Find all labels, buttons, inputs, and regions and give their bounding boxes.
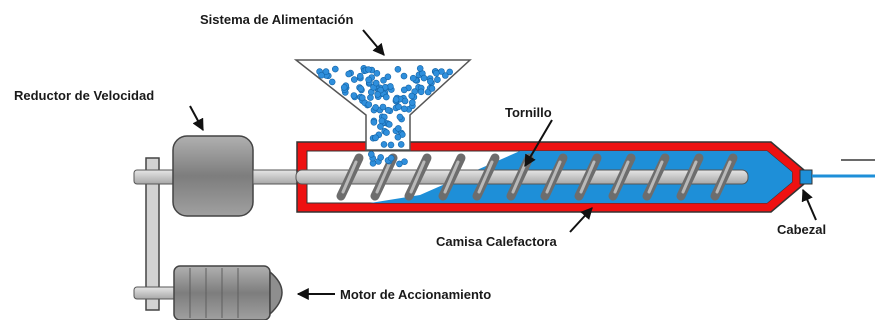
label-screw: Tornillo xyxy=(505,105,552,120)
granule xyxy=(387,141,395,149)
granule xyxy=(441,72,449,79)
granule xyxy=(350,92,358,99)
granule xyxy=(395,103,402,111)
granule xyxy=(387,83,394,90)
granule xyxy=(387,154,395,162)
screw-flight-highlight xyxy=(375,160,392,194)
granule xyxy=(446,68,454,76)
granule xyxy=(380,141,388,148)
granule xyxy=(417,88,425,96)
granule xyxy=(367,151,375,158)
arrow-heating-jacket xyxy=(569,207,593,233)
label-heating-jacket: Camisa Calefactora xyxy=(436,234,557,249)
granule xyxy=(358,94,366,102)
granule xyxy=(378,117,386,125)
granule xyxy=(396,113,404,121)
granule xyxy=(331,65,339,73)
speed-reducer xyxy=(172,135,254,217)
arrow-speed-reducer xyxy=(189,105,204,132)
granule xyxy=(357,85,365,92)
granule xyxy=(372,134,379,141)
granule xyxy=(365,101,373,108)
arrow-feed-system xyxy=(362,29,385,56)
granule xyxy=(394,125,402,132)
screw-flight-highlight xyxy=(715,160,732,194)
granule xyxy=(432,70,440,77)
label-speed-reducer: Reductor de Velocidad xyxy=(14,88,154,103)
screw-flight-highlight xyxy=(443,160,460,194)
granule xyxy=(409,74,417,82)
granule xyxy=(426,78,434,85)
granule xyxy=(377,154,385,161)
screw-flight-highlight xyxy=(511,160,528,194)
granule xyxy=(365,66,372,73)
granule xyxy=(396,160,403,168)
granule xyxy=(408,99,416,106)
granule xyxy=(374,91,382,98)
granule xyxy=(377,123,384,130)
shaft-main xyxy=(252,169,302,185)
die-head xyxy=(799,169,813,185)
granule xyxy=(400,86,408,94)
granule xyxy=(408,92,416,100)
granule xyxy=(372,79,380,87)
granule xyxy=(322,68,330,75)
granule xyxy=(373,70,381,77)
granule xyxy=(416,65,424,72)
granule xyxy=(370,119,378,126)
granule xyxy=(372,104,379,111)
granule xyxy=(401,97,409,105)
granule xyxy=(365,76,372,84)
granule xyxy=(379,103,387,111)
granule xyxy=(384,106,392,114)
motor-end-cap xyxy=(269,270,283,316)
screw-flights xyxy=(336,153,738,201)
granule xyxy=(318,71,325,79)
granule xyxy=(345,70,353,78)
granule xyxy=(428,85,436,92)
screw-flight-highlight xyxy=(681,160,698,194)
granule xyxy=(400,72,408,80)
screw-flight-highlight xyxy=(545,160,562,194)
label-feed-system: Sistema de Alimentación xyxy=(200,12,353,27)
screw-flight-highlight xyxy=(341,160,358,194)
granule xyxy=(350,76,358,83)
granule xyxy=(400,105,408,113)
screw-flight-highlight xyxy=(409,160,426,194)
screw-flight-highlight xyxy=(477,160,494,194)
granule xyxy=(340,84,348,91)
drive-belt xyxy=(145,157,160,311)
screw-flight-highlight xyxy=(647,160,664,194)
granule xyxy=(367,94,374,101)
screw-flight-highlight xyxy=(579,160,596,194)
granule xyxy=(397,141,405,148)
granule xyxy=(384,73,392,81)
granule xyxy=(380,77,387,84)
granule xyxy=(382,93,390,101)
label-die-head: Cabezal xyxy=(777,222,826,237)
granule xyxy=(356,72,364,80)
label-drive-motor: Motor de Accionamiento xyxy=(340,287,491,302)
granule xyxy=(394,66,402,73)
feed-granules xyxy=(316,65,454,168)
motor-shaft xyxy=(133,286,179,300)
granule xyxy=(392,96,400,103)
screw-flight-highlight xyxy=(613,160,630,194)
arrow-die-head xyxy=(801,188,817,221)
granule xyxy=(328,78,336,86)
granule xyxy=(383,129,390,136)
granule xyxy=(434,76,441,83)
granule xyxy=(394,133,402,141)
granule xyxy=(385,121,393,128)
shaft-left xyxy=(133,169,177,185)
arrow-screw xyxy=(524,119,553,168)
granule xyxy=(420,74,428,82)
